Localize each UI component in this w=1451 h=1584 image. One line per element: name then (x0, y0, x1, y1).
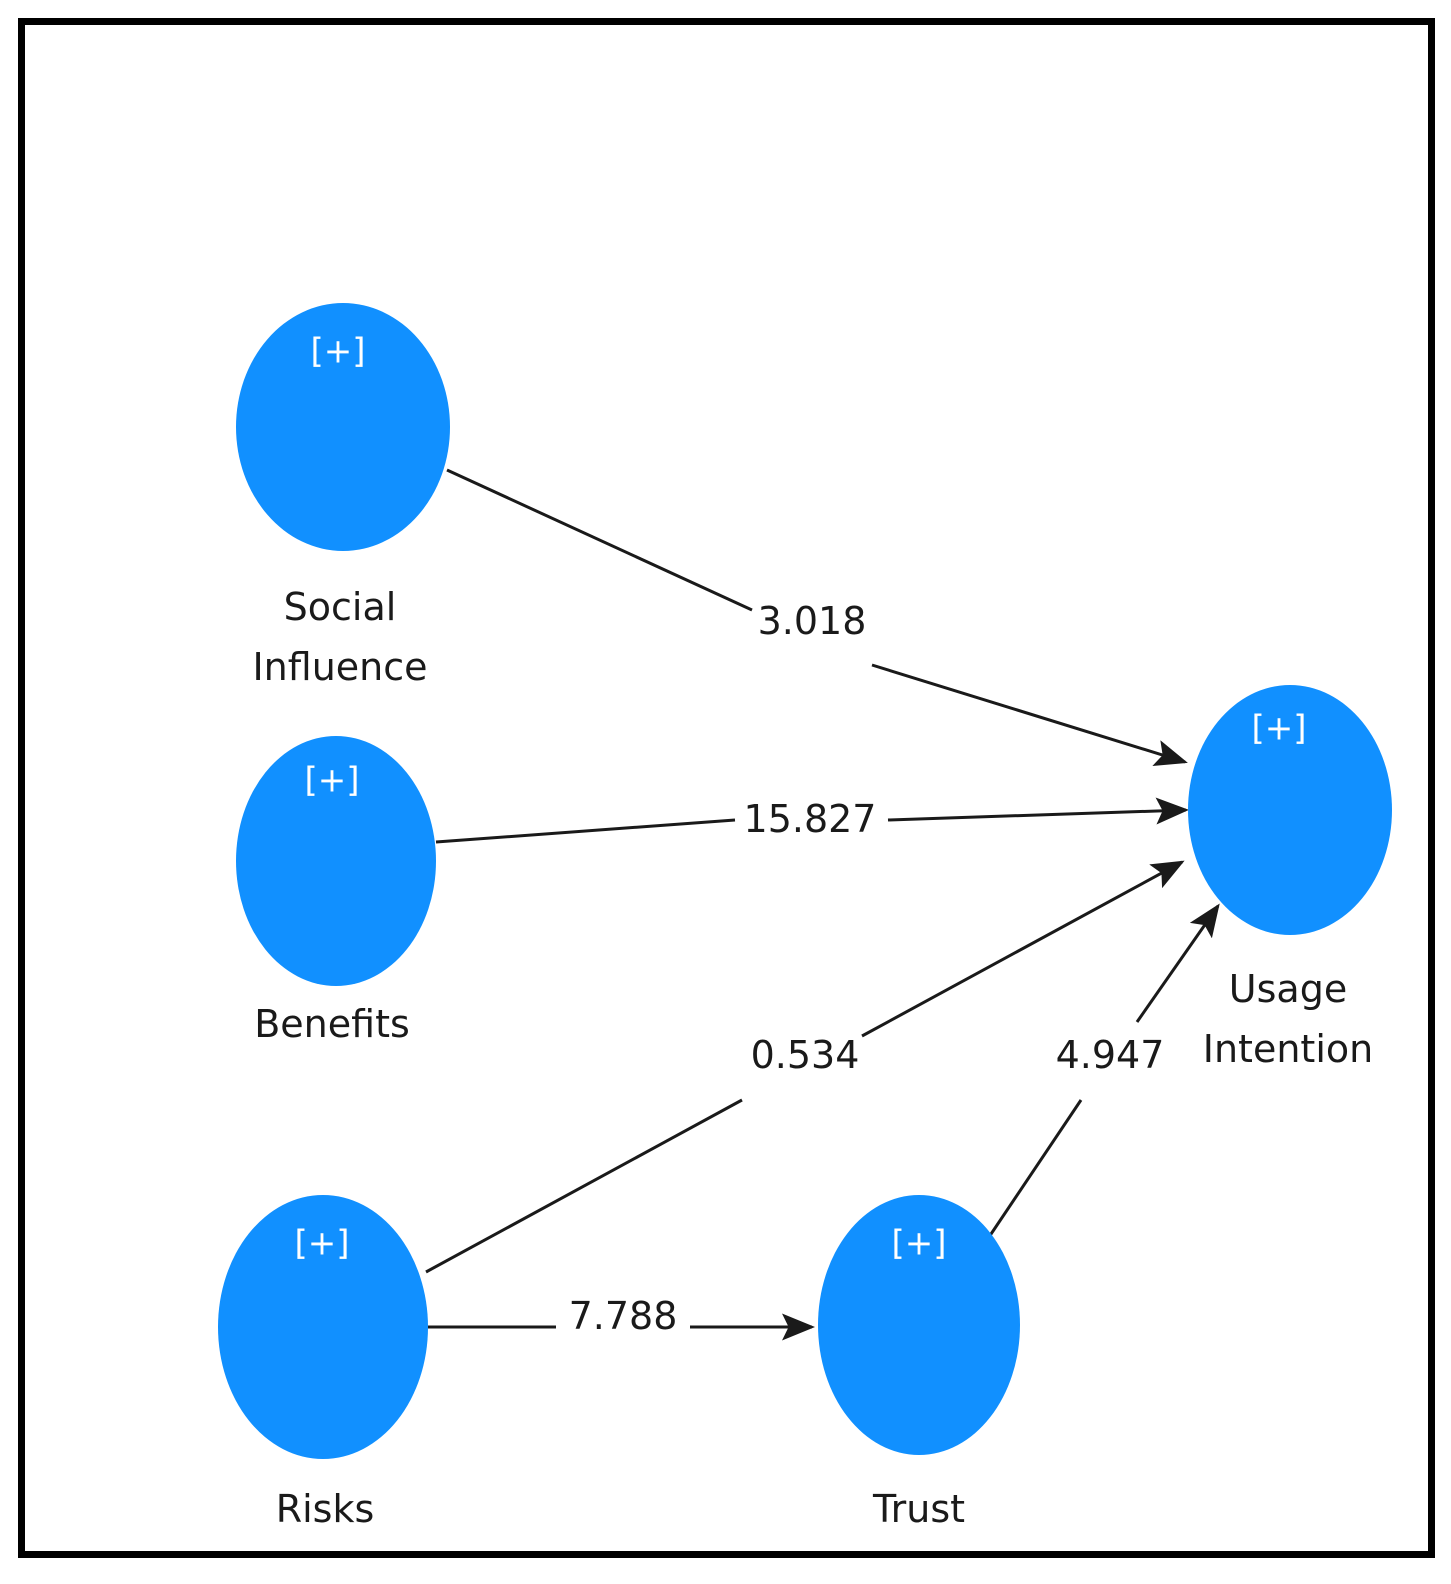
node-plus-marker: [+] (310, 332, 365, 372)
edge-line-segment (871, 663, 1188, 767)
edge-label-7-788: 7.788 (569, 1294, 678, 1338)
edge-line-segment (1135, 903, 1220, 1023)
edge-risks-to-usage-intention: 0.534 (425, 860, 1185, 1274)
node-social-influence[interactable]: [+] Social Influence (236, 303, 450, 689)
edge-benefits-to-usage-intention: 15.827 (435, 797, 1189, 844)
edge-social-influence-to-usage-intention: 3.018 (446, 468, 1188, 767)
node-trust[interactable]: [+] Trust (818, 1195, 1020, 1531)
edge-label-0-534: 0.534 (751, 1033, 860, 1077)
node-ellipse[interactable] (218, 1195, 428, 1459)
edge-line-segment (861, 860, 1185, 1038)
edge-line-segment (435, 818, 736, 844)
edge-label-15-827: 15.827 (744, 797, 877, 841)
node-usage-intention[interactable]: [+] Usage Intention (1188, 685, 1392, 1071)
edge-risks-to-trust: 7.788 (428, 1294, 815, 1341)
node-label-line1: Social (284, 585, 397, 629)
edge-line-segment (425, 1098, 743, 1274)
edge-line-segment (887, 797, 1189, 825)
node-ellipse[interactable] (1188, 685, 1392, 935)
node-plus-marker: [+] (294, 1224, 349, 1264)
node-label-line2: Influence (252, 645, 427, 689)
edge-line-segment (983, 1099, 1083, 1244)
edge-trust-to-usage-intention: 4.947 (983, 903, 1220, 1244)
edge-line-segment (446, 468, 753, 612)
node-label-line1: Risks (276, 1487, 375, 1531)
node-benefits[interactable]: [+] Benefits (236, 736, 436, 1046)
node-label-line1: Benefits (254, 1002, 410, 1046)
node-plus-marker: [+] (1251, 709, 1306, 749)
node-ellipse[interactable] (236, 736, 436, 986)
node-label-line1: Usage (1229, 967, 1347, 1011)
node-risks[interactable]: [+] Risks (218, 1195, 428, 1531)
node-ellipse[interactable] (818, 1195, 1020, 1455)
node-ellipse[interactable] (236, 303, 450, 551)
node-plus-marker: [+] (891, 1224, 946, 1264)
node-plus-marker: [+] (304, 761, 359, 801)
edge-label-4-947: 4.947 (1056, 1033, 1165, 1077)
node-label-line2: Intention (1203, 1027, 1373, 1071)
node-label-line1: Trust (872, 1487, 965, 1531)
edge-label-3-018: 3.018 (758, 599, 867, 643)
